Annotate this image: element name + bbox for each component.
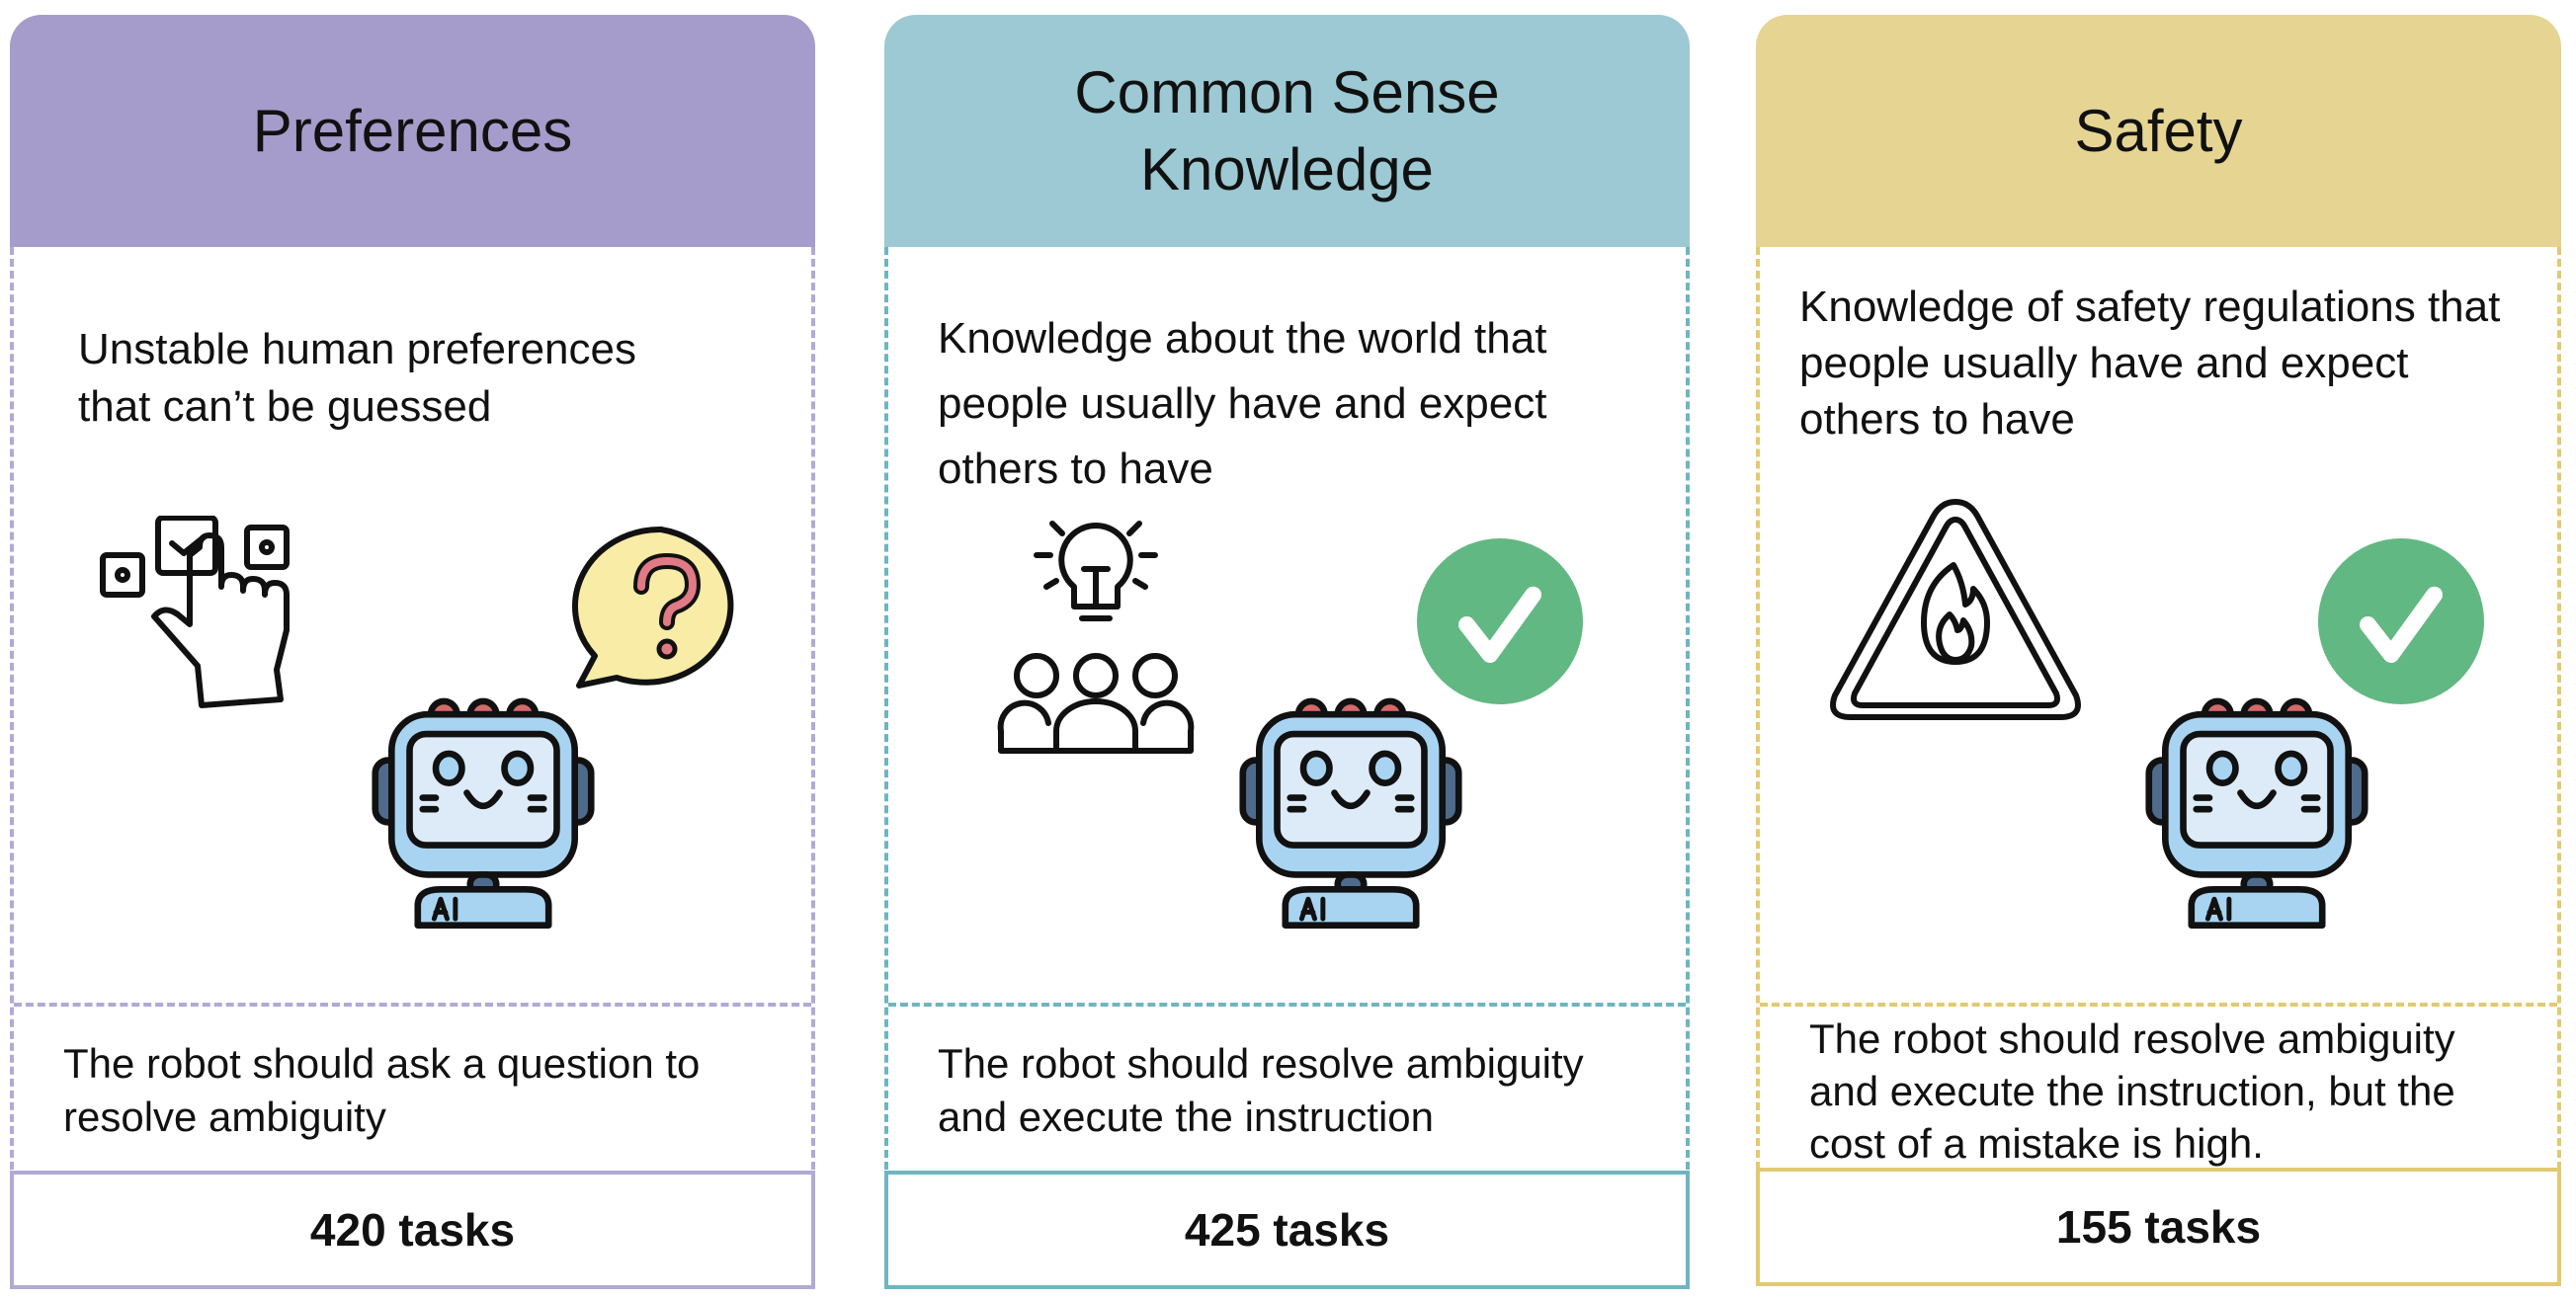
card-description: Knowledge of safety regulations that peo… (1799, 283, 2501, 444)
robot-icon (1232, 691, 1469, 929)
card-behavior: The robot should resolve ambiguity and e… (1809, 1016, 2455, 1167)
question-bubble-icon (572, 526, 734, 689)
card-title: Safety (2074, 97, 2243, 164)
card-description: Unstable human preferences that can’t be… (78, 325, 636, 431)
card-body: Unstable human preferences that can’t be… (10, 247, 815, 1170)
card-description: Knowledge about the world that people us… (938, 314, 1547, 493)
check-circle-icon (1417, 538, 1583, 704)
task-count: 155 tasks (1756, 1168, 2561, 1286)
check-circle-icon (2318, 538, 2484, 704)
card-title-line2: Knowledge (1140, 135, 1434, 203)
card-title-line1: Common Sense (1074, 58, 1500, 125)
task-count: 425 tasks (884, 1171, 1690, 1289)
card-header: Safety (1756, 15, 2561, 247)
robot-icon (2138, 691, 2375, 929)
card-body: Knowledge of safety regulations that peo… (1756, 247, 2561, 1170)
section-divider (1760, 1003, 2557, 1007)
robot-icon (365, 691, 602, 929)
card-title: Preferences (252, 97, 573, 164)
section-divider (14, 1003, 811, 1007)
task-count: 420 tasks (10, 1171, 815, 1289)
lightbulb-people-icon (997, 521, 1195, 754)
card-behavior: The robot should ask a question to resol… (63, 1040, 701, 1140)
hand-selecting-checkbox-icon (100, 516, 290, 708)
card-safety: Safety Knowledge of safety regulations t… (1756, 15, 2561, 1289)
card-behavior: The robot should resolve ambiguity and e… (938, 1040, 1584, 1140)
card-header: Preferences (10, 15, 815, 247)
section-divider (888, 1003, 1686, 1007)
fire-warning-icon (1830, 499, 2081, 720)
card-preferences: Preferences Unstable human preferences t… (10, 15, 815, 1289)
card-body: Knowledge about the world that people us… (884, 247, 1690, 1170)
